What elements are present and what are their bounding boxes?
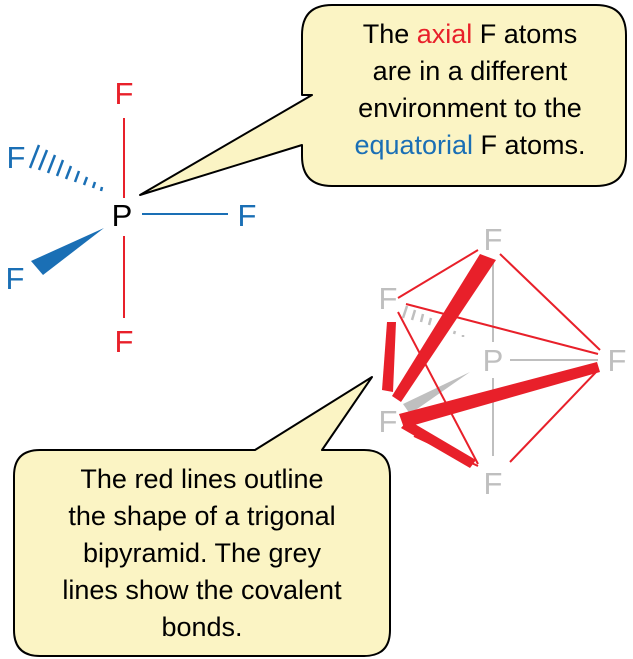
atom-f-equatorial-right: F: [238, 198, 257, 233]
callout-bottom-line3: bipyramid. The grey: [83, 538, 322, 568]
atom-f-axial-top: F: [115, 76, 134, 111]
bipyramid-wedges: [382, 254, 600, 468]
callout-bottom-line2: the shape of a trigonal: [68, 501, 335, 531]
atom-f-axial-bottom: F: [115, 324, 134, 359]
covalent-bonds: [492, 262, 598, 456]
bipyramid-f-back: F: [379, 281, 398, 316]
bipyramid-f-right: F: [608, 343, 627, 378]
bipyramid-p-center: P: [483, 343, 504, 378]
callout-top-line3: environment to the: [358, 93, 582, 123]
callout-bottom-line5: bonds.: [161, 612, 242, 642]
atom-f-equatorial-front: F: [6, 261, 25, 296]
callout-bottom-line4: lines show the covalent: [62, 575, 342, 605]
highlight-equatorial: equatorial: [354, 130, 473, 160]
callout-top-line2: are in a different: [373, 56, 568, 86]
equatorial-hashed-wedge: [28, 144, 104, 192]
atom-p-center: P: [112, 198, 133, 233]
callout-bottom-line1: The red lines outline: [80, 464, 323, 494]
bipyramid-f-top: F: [484, 222, 503, 257]
callout-bottom-bubble: [13, 376, 391, 657]
covalent-solid-wedge: [403, 372, 470, 414]
trigonal-bipyramid: F F F F F P: [379, 222, 627, 501]
equatorial-solid-wedge: [31, 228, 104, 275]
callout-top-bubble: [139, 4, 627, 196]
pf5-structure: F F F F F P: [6, 76, 257, 359]
highlight-axial: axial: [417, 19, 473, 49]
callout-axial-equatorial: The axial F atoms are in a different env…: [139, 4, 627, 196]
bipyramid-f-front: F: [379, 404, 398, 439]
callout-bipyramid-explanation: The red lines outline the shape of a tri…: [13, 376, 391, 657]
atom-f-equatorial-back: F: [7, 140, 26, 175]
callout-top-line4: equatorial F atoms.: [354, 130, 585, 160]
bipyramid-f-bottom: F: [484, 466, 503, 501]
callout-top-line1: The axial F atoms: [363, 19, 578, 49]
